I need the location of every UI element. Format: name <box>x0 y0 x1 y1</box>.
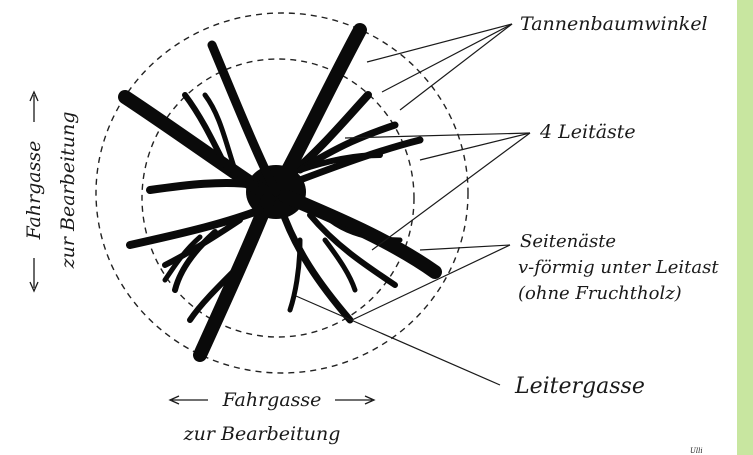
leader-line-tannenbaumwinkel <box>367 24 512 62</box>
tree-pruning-diagram: Tannenbaumwinkel 4 Leitäste Seitenäste v… <box>0 0 737 455</box>
label-seitenaeste-3: (ohne Fruchtholz) <box>518 283 682 304</box>
leader-line-seitenaeste <box>352 245 510 320</box>
leader-line-tannenbaumwinkel <box>400 24 512 110</box>
green-side-strip <box>737 0 753 455</box>
leader-line-leitergasse <box>296 296 500 385</box>
label-tannenbaumwinkel: Tannenbaumwinkel <box>520 13 708 35</box>
leader-line-tannenbaumwinkel <box>382 24 512 92</box>
label-bottom-fahrgasse: Fahrgasse <box>222 389 322 411</box>
artist-credit: Ulli <box>690 447 703 455</box>
tree-crown-top-view <box>125 30 435 355</box>
label-leitergasse: Leitergasse <box>514 374 645 399</box>
label-leitaeste: 4 Leitäste <box>539 121 636 143</box>
leader-line-leitaeste <box>420 133 530 160</box>
side-branch <box>290 240 300 310</box>
leader-line-leitaeste <box>372 133 530 250</box>
leader-line-seitenaeste <box>420 245 510 250</box>
leader-branch-ne <box>276 30 360 192</box>
label-left-fahrgasse: Fahrgasse <box>23 141 45 241</box>
label-bottom-bearbeitung: zur Bearbeitung <box>183 423 341 445</box>
side-branch <box>150 183 255 190</box>
label-seitenaeste-2: v-förmig unter Leitast <box>518 257 719 278</box>
label-left-bearbeitung: zur Bearbeitung <box>57 112 79 270</box>
label-seitenaeste-1: Seitenäste <box>520 231 616 252</box>
